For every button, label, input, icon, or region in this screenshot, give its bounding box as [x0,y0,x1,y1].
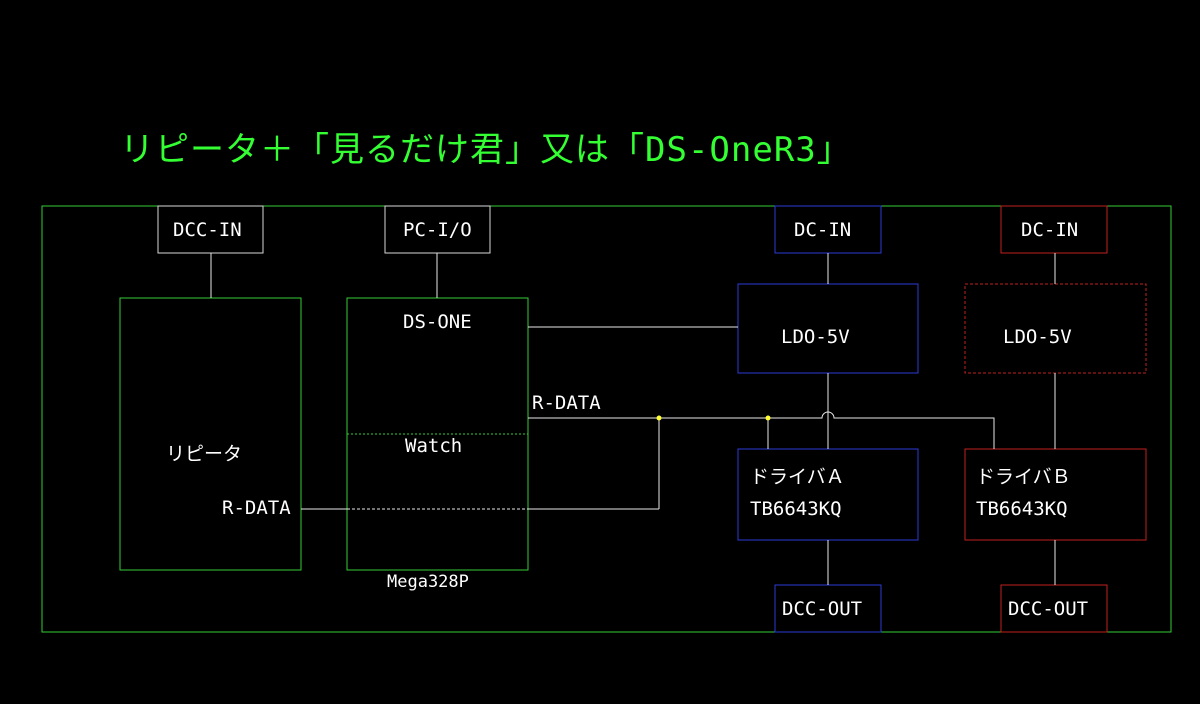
ldo-a-label: LDO-5V [781,326,850,348]
pc-io-label: PC-I/O [403,219,472,241]
board-outline [41,205,1172,633]
junction-dot-1 [656,415,662,421]
dc-in-b-label: DC-IN [1021,219,1079,241]
dc-in-b-connector-box [1000,205,1108,254]
dcc-out-b-label: DCC-OUT [1008,598,1089,620]
repeater-rdata-label: R-DATA [222,497,291,519]
repeater-label: リピータ [166,443,243,465]
rdata-wire-label: R-DATA [532,392,601,414]
dc-in-a-connector-box [774,205,882,254]
pc-io-connector-box [384,205,491,254]
dcc-out-a-label: DCC-OUT [782,598,863,620]
dcc-out-a-connector-box [774,584,882,633]
dcc-out-b-connector-box [1000,584,1108,633]
ldo-b-label: LDO-5V [1003,326,1072,348]
junction-dot-2 [765,415,771,421]
dcc-in-connector-box [157,205,264,254]
driver-b-part-label: TB6643KQ [976,498,1068,520]
diagram-title: リピータ＋「見るだけ君」又は「DS-OneR3」 [120,130,852,170]
ds-one-label: DS-ONE [403,311,472,333]
watch-label: Watch [405,435,463,457]
dcc-in-label: DCC-IN [173,219,242,241]
driver-b-label: ドライバＢ [976,466,1071,488]
wire-rdata-bus [528,411,995,449]
driver-a-label: ドライバＡ [750,466,845,488]
mega328p-label: Mega328P [387,572,469,592]
repeater-block [119,297,302,571]
dc-in-a-label: DC-IN [794,219,852,241]
driver-a-part-label: TB6643KQ [750,498,842,520]
